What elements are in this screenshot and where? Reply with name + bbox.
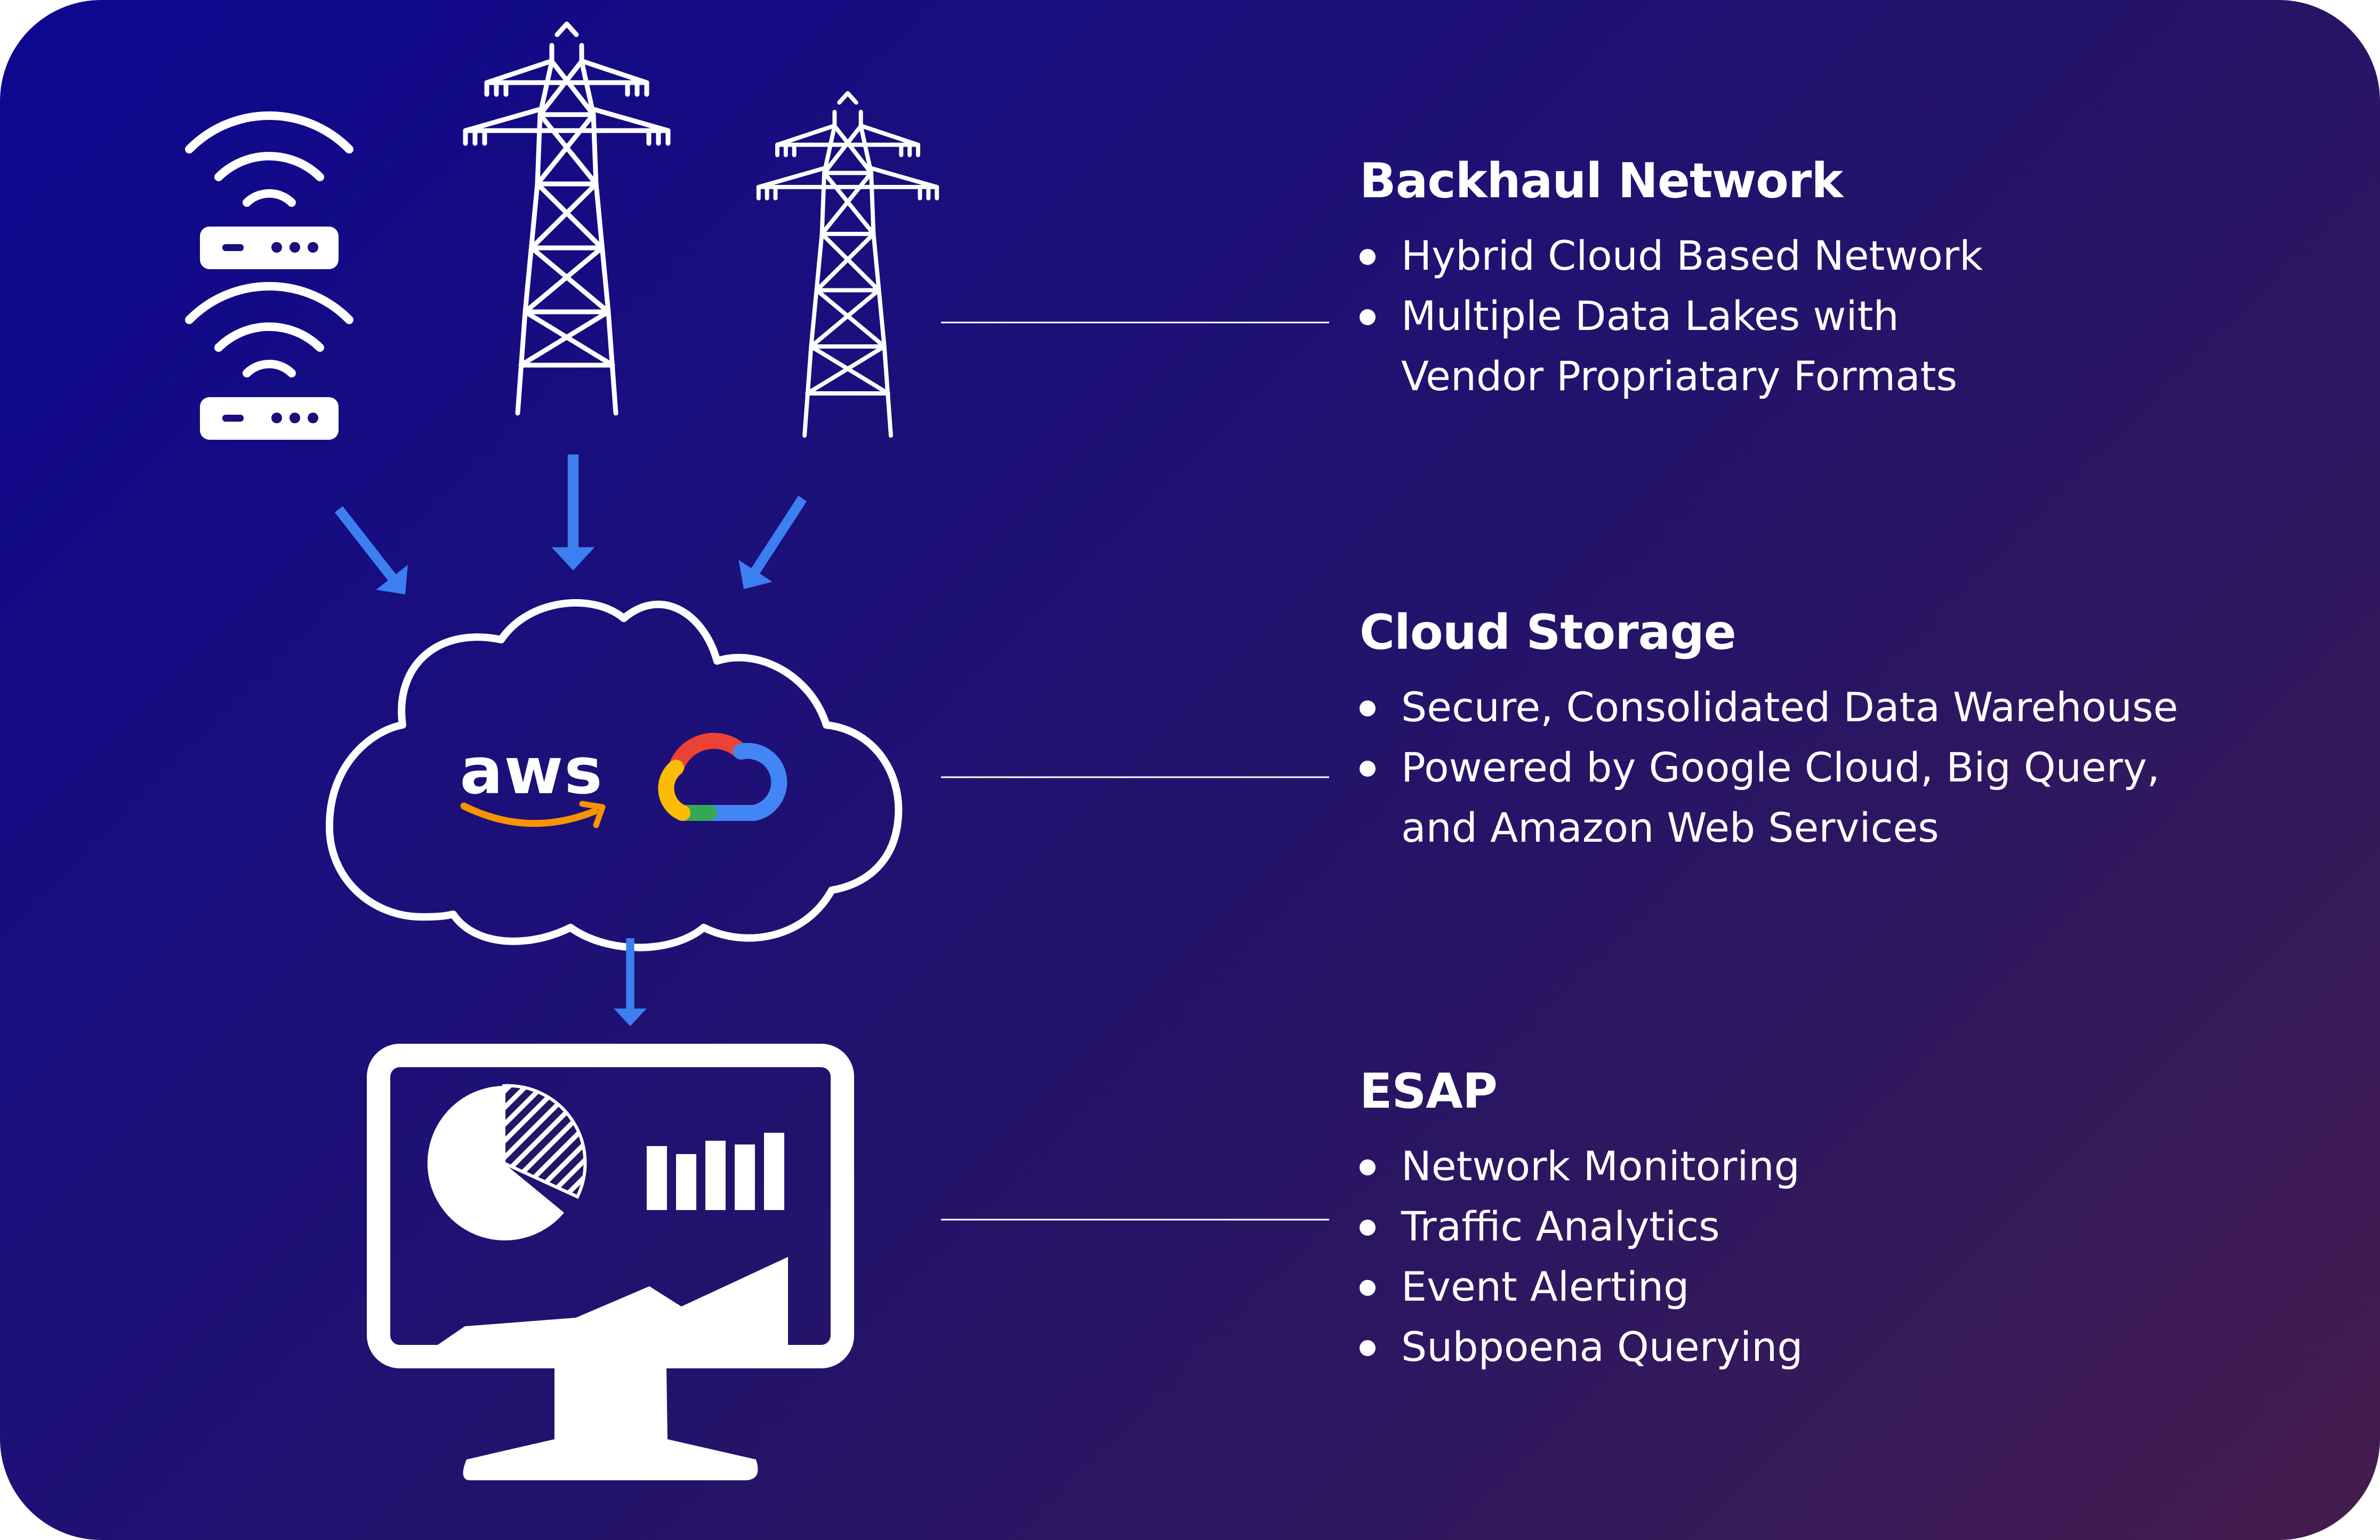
svg-text:aws: aws: [460, 735, 603, 809]
wifi-router-icon: [189, 286, 349, 440]
list-item: Hybrid Cloud Based Network: [1360, 225, 2319, 286]
arrow-down-icon: [551, 454, 595, 570]
section-title: Cloud Storage: [1360, 604, 1736, 660]
bullet-dot: [1360, 700, 1376, 716]
list-item-continuation: and Amazon Web Services: [1401, 804, 1939, 851]
list-item: Event Alerting: [1360, 1256, 2319, 1317]
list-item: Secure, Consolidated Data Warehouse: [1360, 677, 2319, 737]
section-cloud-storage: Cloud Storage Secure, Consolidated Data …: [1360, 603, 2319, 858]
google-cloud-logo: [658, 732, 787, 821]
arrow-down-icon: [727, 487, 819, 600]
list-item: Powered by Google Cloud, Big Query,: [1360, 737, 2319, 797]
monitor-dashboard-icon: [367, 1044, 854, 1480]
list-item: Multiple Data Lakes with: [1360, 286, 2319, 346]
bullet-dot: [1360, 1340, 1376, 1356]
list-item: Subpoena Querying: [1360, 1317, 2319, 1377]
bullet-list: Hybrid Cloud Based Network Multiple Data…: [1360, 225, 2319, 406]
power-tower-icon: [759, 93, 937, 436]
section-esap: ESAP Network Monitoring Traffic Analytic…: [1360, 1062, 2319, 1377]
bullet-list: Network Monitoring Traffic Analytics Eve…: [1360, 1136, 2319, 1377]
bullet-dot: [1360, 1159, 1376, 1175]
bullet-list: Secure, Consolidated Data Warehouse Powe…: [1360, 677, 2319, 858]
bullet-dot: [1360, 761, 1376, 777]
power-tower-icon: [465, 24, 668, 413]
aws-logo: aws: [460, 735, 606, 828]
bullet-dot: [1360, 309, 1376, 325]
arrow-down-icon: [614, 938, 647, 1026]
list-item-continuation: Vendor Propriatary Formats: [1401, 352, 1958, 400]
bullet-dot: [1360, 249, 1376, 265]
wifi-router-icon: [189, 116, 349, 269]
cloud-icon: [325, 599, 903, 952]
section-title: ESAP: [1360, 1063, 1498, 1119]
section-title: Backhaul Network: [1360, 153, 1843, 209]
list-item: Network Monitoring: [1360, 1136, 2319, 1196]
arrow-down-icon: [323, 497, 421, 607]
bullet-dot: [1360, 1220, 1376, 1236]
section-backhaul-network: Backhaul Network Hybrid Cloud Based Netw…: [1360, 152, 2319, 406]
list-item: Traffic Analytics: [1360, 1196, 2319, 1256]
bullet-dot: [1360, 1280, 1376, 1296]
